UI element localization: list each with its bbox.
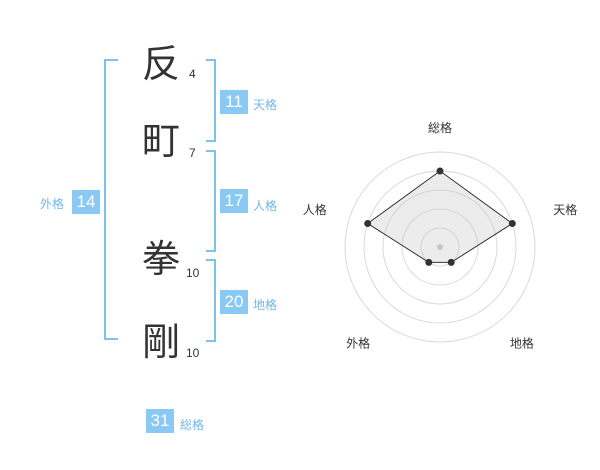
name-char-4: 剛 [142, 320, 181, 364]
name-char-1: 反 [142, 42, 181, 86]
radar-value-polygon [366, 170, 514, 263]
radar-ring [420, 227, 460, 267]
radar-point-5 [364, 220, 372, 227]
chikaku-label: 地格 [253, 298, 278, 312]
chikaku-bracket [206, 259, 216, 342]
radar-point-3 [447, 258, 455, 266]
stroke-count-1: 4 [189, 67, 196, 81]
radar-axis-label: 総格 [428, 120, 452, 135]
sokaku-label: 総格 [180, 418, 205, 432]
stroke-count-3: 10 [186, 266, 200, 280]
gaikaku-badge: 14 [72, 190, 100, 214]
radar-ring [401, 208, 479, 286]
radar-point-1 [436, 167, 444, 175]
radar-point-4 [425, 258, 433, 266]
radar-ring [382, 189, 498, 305]
gaikaku-label: 外格 [40, 197, 65, 211]
radar-axis-label: 地格 [510, 335, 534, 350]
stroke-count-2: 7 [189, 146, 196, 160]
radar-point-2 [508, 220, 516, 227]
radar-center-dot [437, 244, 443, 250]
jinkaku-badge: 17 [220, 189, 248, 213]
tenkaku-label: 天格 [253, 98, 278, 112]
tenkaku-bracket [206, 59, 216, 142]
radar-axis-label: 天格 [553, 202, 577, 217]
radar-ring [344, 151, 536, 343]
radar-axis-label: 人格 [303, 202, 327, 217]
jinkaku-bracket [206, 150, 216, 252]
radar-axis-label: 外格 [346, 335, 370, 350]
tenkaku-badge: 11 [220, 90, 248, 114]
jinkaku-label: 人格 [253, 199, 278, 213]
name-char-2: 町 [142, 119, 181, 163]
gaikaku-bracket [104, 59, 118, 340]
chikaku-badge: 20 [220, 290, 248, 314]
sokaku-badge: 31 [146, 409, 174, 433]
name-char-3: 拳 [142, 237, 181, 281]
stroke-count-4: 10 [186, 346, 200, 360]
